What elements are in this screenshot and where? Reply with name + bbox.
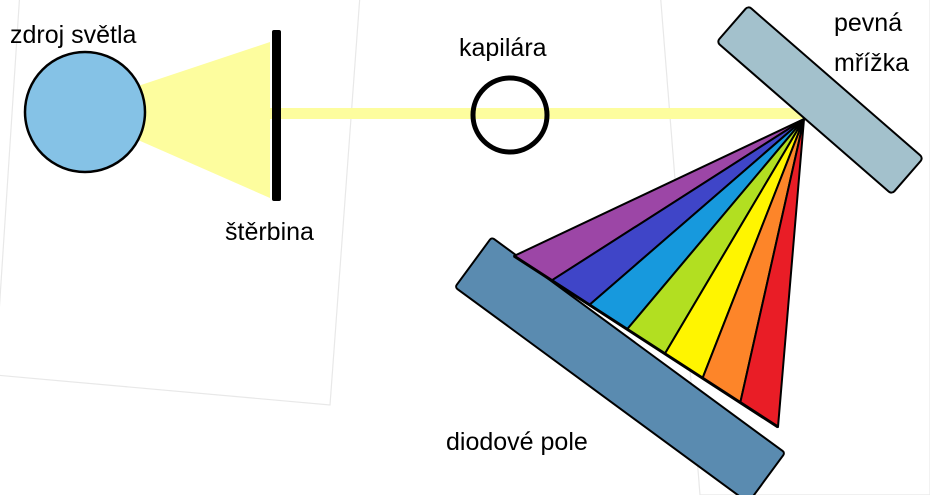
grating-label-line2: mřížka xyxy=(834,49,909,77)
capillary-label: kapilára xyxy=(459,34,547,62)
light-beam xyxy=(270,108,804,119)
diode-array xyxy=(455,237,785,495)
light-source xyxy=(23,50,147,174)
slit xyxy=(272,30,281,201)
light-source-label: zdroj světla xyxy=(10,21,137,49)
spectrum-detector-edge xyxy=(513,254,779,429)
grating-label-line1: pevná xyxy=(834,9,902,37)
faint-frame-left xyxy=(0,0,361,406)
slit-label: štěrbina xyxy=(225,218,314,246)
spectrum-fan xyxy=(513,118,805,429)
diode-array-label: diodové pole xyxy=(446,428,588,456)
light-cone xyxy=(138,42,270,198)
capillary xyxy=(470,75,550,155)
